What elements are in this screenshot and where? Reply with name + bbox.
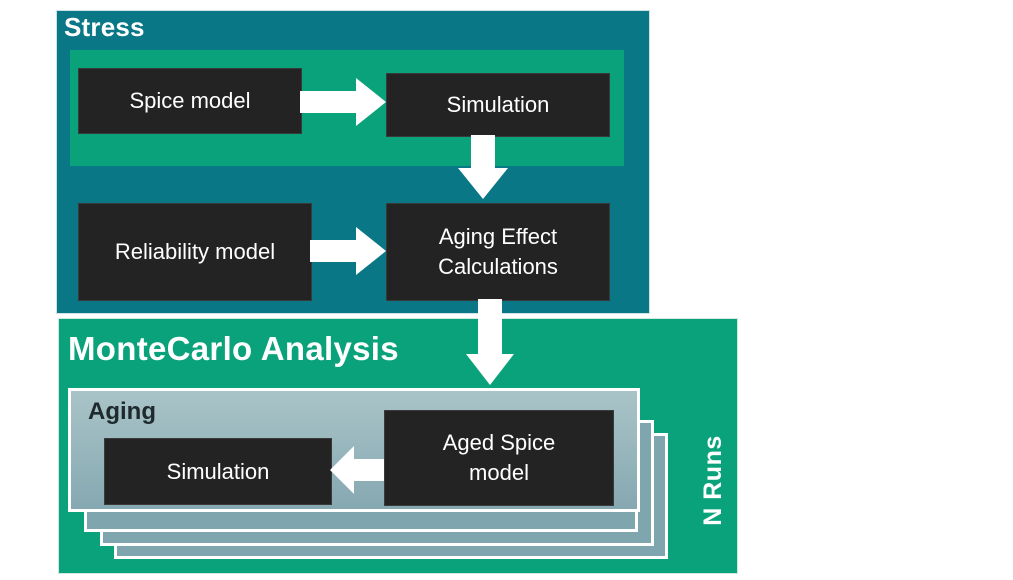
aging-effect-node: Aging Effect Calculations [386,203,610,301]
montecarlo-title: MonteCarlo Analysis [68,330,399,367]
aging-effect-label-line2: Calculations [438,254,558,279]
stress-title: Stress [64,12,145,42]
arrow-down-icon [458,135,508,199]
arrow-left-icon [330,446,384,494]
aging-simulation-node: Simulation [104,438,332,505]
n-runs-label-container: N Runs [678,420,748,540]
aged-spice-model-node: Aged Spice model [384,410,614,506]
n-runs-label: N Runs [698,434,727,526]
aged-spice-label-line1: Aged Spice [442,430,556,455]
arrow-down-icon [466,299,514,385]
spice-model-node: Spice model [78,68,302,134]
aging-simulation-label: Simulation [166,458,270,484]
aged-spice-label-line2: model [469,460,529,485]
arrow-right-icon [300,78,386,126]
aging-effect-label-line1: Aging Effect [438,224,558,249]
simulation-label: Simulation [446,92,550,117]
arrow-right-icon [310,227,386,275]
aging-title: Aging [88,398,156,425]
reliability-model-node: Reliability model [78,203,312,301]
simulation-node: Simulation [386,73,610,137]
reliability-model-label: Reliability model [114,239,276,264]
spice-model-label: Spice model [129,88,251,113]
